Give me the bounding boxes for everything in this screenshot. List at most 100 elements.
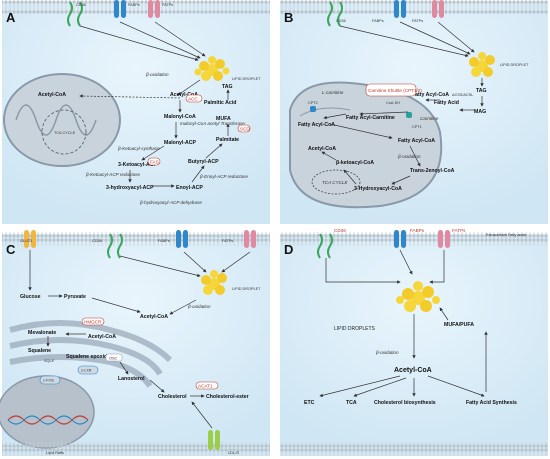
cd36-label-b: CD36 [336,19,346,23]
beta-ox-label-b: β-oxidation [397,154,421,159]
acetyl-coa-er: Acetyl-CoA [88,334,116,340]
tag-a: TAG [222,84,233,90]
osc-box [105,353,123,362]
fatty-acyl-carnitine: Fatty Acyl-Carnitine [346,115,395,121]
acat1-label: ACAT1 [198,384,213,389]
cd36-label-c: CD36 [92,239,102,243]
l-carnitine: L-carnitine [322,90,344,95]
coash-label: CoA-SH [386,101,400,105]
panel-d: D CD36 FABPs FATPs Extracellular Fatty a… [280,228,548,456]
mufa-a: MUFA [216,116,231,122]
panel-letter-d: D [284,242,293,257]
clxr-label: c-LXR [81,369,92,373]
acc-badge [185,94,203,103]
malonyl-acp-a: Malonyl-ACP [164,140,197,146]
trans-enoyl-coa: Trans-2enoyl-CoA [410,168,455,174]
beta-ox-label-a: β-oxidation [145,72,169,77]
dehydrase-label: β-hydroxyacyl-ACP dehydrase [139,200,202,205]
glut1-channel [24,230,29,248]
fatps-label-d: FATPs [452,228,466,233]
fas-label: FAS [150,160,159,165]
fabps-channel-b [394,0,399,18]
transferase-label: malonyl-CoA acetyl Transferase [180,121,245,126]
fatps-label-c: FATPs [222,239,233,243]
cd36-label-d: CD36 [334,228,346,233]
cholesterol-label: Cholesterol [158,394,187,400]
cpt1-label: CPT1 [412,125,422,129]
tca-label-d: TCA [346,400,357,406]
cd36-label-a: CD36 [76,3,86,7]
acetyl-coa-b: Acetyl-CoA [308,146,336,152]
membrane-a [2,0,270,14]
fatty-acyl-coa-mid: Fatty Acyl-CoA [398,138,435,144]
nucleus [0,375,95,449]
acetyl-coa-cyto: Acetyl-CoA [140,314,168,320]
beta-ox-label-d: β-oxidation [375,350,399,355]
membrane-c [2,232,270,246]
fabps-label-c: FABPs [158,239,170,243]
panel-letter-b: B [284,10,293,25]
extracellular-label: Extracellular Fatty acids [486,233,526,237]
pyruvate-label: Pyruvate [64,294,86,300]
lipid-droplets-label: LIPID DROPLETS [334,326,376,332]
panel-letter-c: C [6,242,16,257]
squalene-label: Squalene [28,348,51,354]
lipid-droplet-c [201,270,227,295]
carnitine-shuttle-box [365,83,417,97]
cd36-transporter-c [107,233,123,259]
lipid-droplet-label-a: LIPID DROPLET [232,77,261,81]
ldlr-label: LDL-R [228,451,239,455]
palmitate-a: Palmitate [216,137,239,143]
endoplasmic-reticulum [9,320,173,388]
cd36-transporter-d [317,233,333,259]
fatty-acid-b: Fatty Acid [434,100,459,106]
fabps-label-b: FABPs [372,19,384,23]
malonyl-coa-a: Malonyl-CoA [164,114,196,120]
ketoacyl-reductase-label: β-Ketoacyl-ACP reductase [85,172,140,177]
etc-label: ETC [304,400,315,406]
ketoacyl-coa: β-ketoacyl-CoA [336,160,374,166]
sqle-label: SQLE [44,359,55,363]
hydroxyacyl-coa: 3-Hydroxyacyl-CoA [354,186,402,192]
carnitine-label: Carnitine [420,116,439,121]
enoyl-acp: Enoyl-ACP [176,185,203,191]
fas-badge [147,157,161,166]
mitochondrion-b [289,81,443,209]
butyryl-acp: Butyryl-ACP [188,159,219,165]
fatps-channel-c [244,230,249,248]
carnitine-shuttle-label: Carnitine Shuttle (CPT1/2) [368,88,422,93]
fatps-label-b: FATPs [412,19,423,23]
scd-label: SCD [240,127,250,132]
mito-acetyl-coa-a: Acetyl-CoA [38,92,66,98]
cd36-transporter-a [67,1,83,27]
cd36-transporter-b [327,1,343,27]
fabps-label-a: FABPs [128,3,140,7]
fabps-channel-c [176,230,181,248]
hmgcr-label: HMGCR [84,320,102,325]
membrane-d [280,232,548,246]
mag-b: MAG [474,109,486,115]
lipid-rafts-label: Lipid Rafts [46,451,64,455]
cpt2-label: CPT2 [308,101,318,105]
fatps-label-a: FATPs [162,3,173,7]
acsl-label: ACSS/ACSL [452,93,473,97]
acetyl-coa-a: Acetyl-CoA [170,92,198,98]
glucose-label: Glucose [20,294,41,300]
tca-label-b: TCA CYCLE [322,180,349,185]
cholesterol-ester-label: Cholesterol-ester [206,394,249,400]
mitochondrion-a [3,73,121,167]
ketoacyl-acp: 3-Ketoacyl-ACP [118,162,157,168]
lipid-droplet-a [194,56,230,81]
acc-label: ACC [188,97,198,102]
ldlr-channel [208,430,213,450]
cfos-badge [39,375,61,385]
chol-bio-label: Cholesterol biosynthesis [374,400,436,406]
hmgcr-badge [81,317,105,326]
fatty-acyl-coa-top: Fatty Acyl-CoA [412,92,449,98]
fatty-acyl-coa-left: Fatty Acyl-CoA [298,122,335,128]
lanosterol-label: Lanosterol [118,376,145,382]
fabps-channel-d [394,230,399,248]
hydroxyacyl-acp: 3-hydroxyacyl-ACP [106,185,154,191]
cfos-label: c-FOS [43,379,54,383]
beta-ox-label-c: β-oxidation [187,304,211,309]
